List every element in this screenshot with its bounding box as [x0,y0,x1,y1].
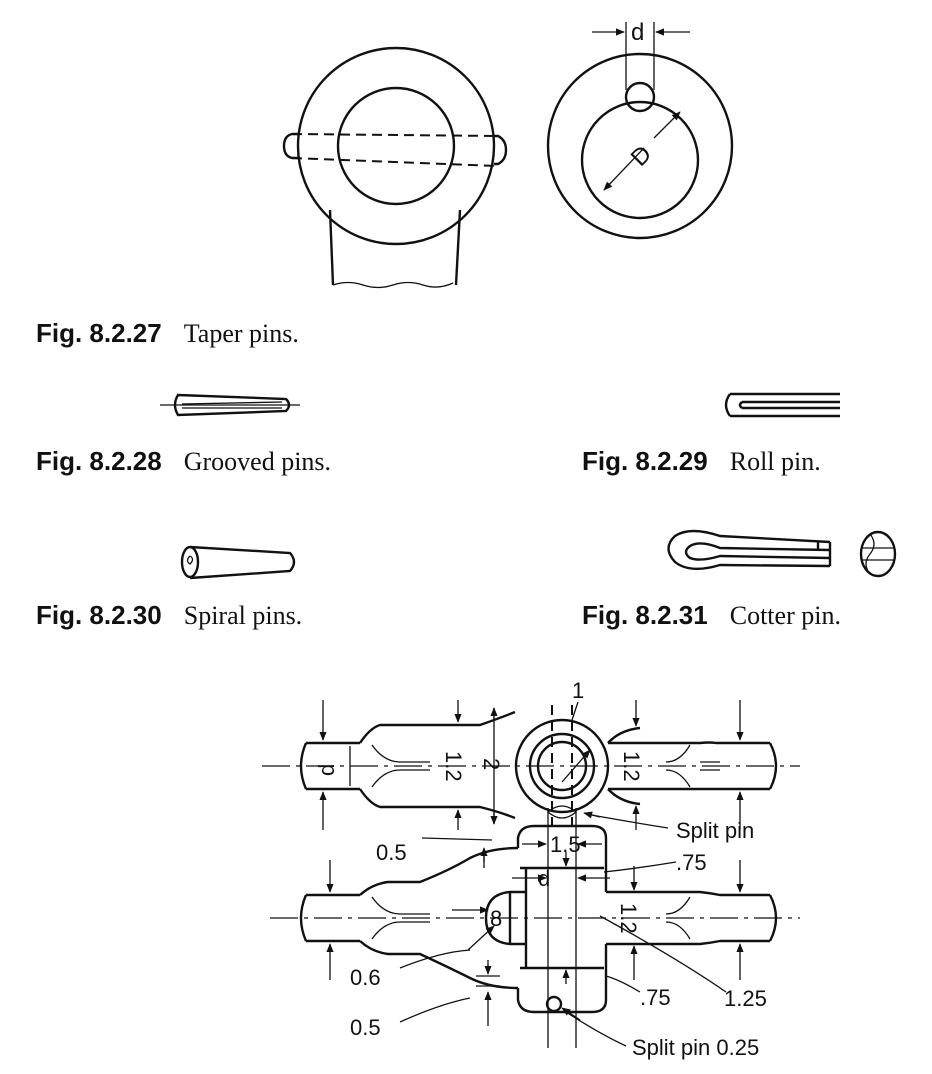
label-D: D [626,140,657,171]
grooved-pin-drawing [160,393,300,417]
roll-pin-drawing [724,392,840,418]
label-75-upper: .75 [676,850,707,875]
caption-fig-8-2-31: Fig. 8.2.31 Cotter pin. [582,600,841,631]
caption-text: Grooved pins. [183,447,332,476]
caption-number: Fig. 8.2.30 [36,600,162,630]
label-d-top: d [314,764,339,776]
caption-fig-8-2-29: Fig. 8.2.29 Roll pin. [582,446,821,477]
caption-text: Spiral pins. [183,601,303,630]
label-0-5-upper: 0.5 [376,840,407,865]
taper-pin-side-view [282,46,508,289]
caption-number: Fig. 8.2.31 [582,600,708,630]
knuckle-joint-front-view: 0.5 1.5 .75 d 8 1.2 0.6 0.5 .75 1.25 [270,808,800,1060]
label-1-2-mid: 1.2 [616,903,641,934]
cotter-pin-drawing [667,529,897,578]
label-split-pin-0-25: Split pin 0.25 [632,1035,759,1060]
label-2: 2 [479,758,504,770]
label-1-2-top-left: 1.2 [441,751,466,782]
label-1: 1 [572,678,584,703]
caption-fig-8-2-30: Fig. 8.2.30 Spiral pins. [36,600,302,631]
caption-fig-8-2-28: Fig. 8.2.28 Grooved pins. [36,446,331,477]
taper-pin-section-view: d D [546,19,734,240]
label-d-mid: d [538,866,550,891]
knuckle-joint-top-view: d 1.2 2 1 1.2 Split pin [262,678,800,843]
caption-number: Fig. 8.2.29 [582,446,708,476]
caption-number: Fig. 8.2.28 [36,446,162,476]
caption-text: Cotter pin. [729,601,841,630]
label-1-25: 1.25 [724,986,767,1011]
caption-text: Taper pins. [183,319,299,348]
caption-number: Fig. 8.2.27 [36,318,162,348]
label-1-2-top-right: 1.2 [619,751,644,782]
label-75-lower: .75 [640,985,671,1010]
label-8: 8 [490,906,502,931]
label-split-pin: Split pin [676,818,754,843]
caption-text: Roll pin. [729,447,821,476]
label-0-6: 0.6 [350,965,381,990]
spiral-pin-drawing [180,545,296,580]
label-1-5: 1.5 [550,832,581,857]
label-d: d [631,19,644,46]
label-0-5-lower: 0.5 [350,1015,381,1040]
caption-fig-8-2-27: Fig. 8.2.27 Taper pins. [36,318,299,349]
